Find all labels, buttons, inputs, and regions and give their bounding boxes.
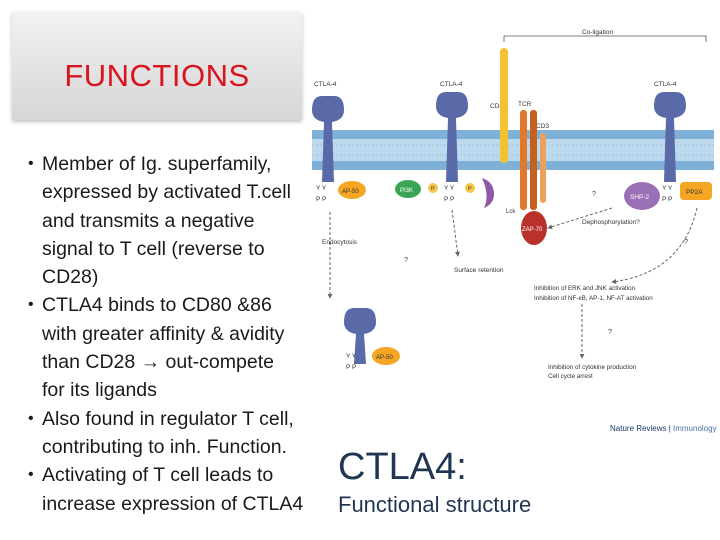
ctla4-left-label: CTLA-4	[314, 81, 337, 88]
bullet-marker: •	[28, 466, 34, 484]
pp-label-left: P P	[316, 196, 326, 203]
phospho-site-a	[428, 183, 438, 193]
cd4-8-coreceptor	[500, 48, 508, 163]
bullet-line: than CD28 → out-compete	[42, 351, 274, 374]
inhibition-erk-label: Inhibition of ERK and JNK activation	[534, 285, 636, 292]
bullet-line: with greater affinity & avidity	[42, 322, 285, 345]
bullet-item: • Activating of T cell leads to increase…	[0, 461, 310, 518]
pp2a-label: PP2A	[686, 189, 703, 196]
ctla4-right-label: CTLA-4	[654, 81, 677, 88]
cd4-8-label: CD4/8	[490, 103, 509, 110]
bullet-line: for its ligands	[42, 379, 157, 402]
question-mark: ?	[592, 191, 596, 198]
cd3-label: CD3	[536, 123, 549, 130]
inhibition-arrow	[611, 207, 698, 284]
dephosphorylation-arrow	[547, 207, 613, 230]
ctla4-endocytosed	[344, 308, 376, 364]
ap50-top-protein	[338, 181, 366, 199]
question-mark: ?	[404, 257, 408, 264]
ctla4-receptor-right	[654, 92, 686, 182]
figure-credit: Nature Reviews | Immunology	[610, 424, 717, 433]
bullet-line: expressed by activated T.cell	[42, 181, 291, 204]
ap50-lower-protein	[372, 347, 400, 365]
credit-source: Nature Reviews	[610, 424, 667, 433]
bullet-marker: •	[28, 155, 34, 172]
bullet-marker: •	[28, 296, 34, 314]
lck-label: Lck	[506, 209, 516, 215]
shp2-protein	[624, 182, 660, 210]
ctla4-signaling-diagram: Co-ligation CTLA-4 CTLA-4 CTLA-4 CD4/8 T…	[312, 29, 714, 380]
pi3k-label: PI3K	[400, 188, 413, 194]
zap70-protein	[521, 211, 547, 245]
yy-label-right: Y Y	[662, 185, 673, 192]
ctla4-receptor-mid	[436, 92, 468, 182]
endocytosis-label: Endocytosis	[322, 239, 358, 246]
pp-label-mid: P P	[444, 196, 454, 203]
surface-retention-label: Surface retention	[454, 267, 504, 274]
bullet-list: • Member of Ig. superfamily, expressed b…	[0, 150, 310, 518]
retention-arrow	[451, 209, 460, 257]
question-mark: ?	[684, 239, 688, 246]
dephosphorylation-label: Dephosphorylation?	[582, 219, 640, 226]
phospho-label-b: P	[468, 186, 472, 192]
ctla4-receptor-left	[312, 96, 344, 182]
phospho-label-a: P	[431, 186, 435, 192]
bullet-line: contributing to inh. Function.	[42, 435, 287, 458]
title-box: FUNCTIONS	[12, 12, 302, 120]
pp-label-lower: P P	[346, 364, 356, 371]
bullet-line: and transmits a negative	[42, 209, 255, 232]
pp2a-protein	[680, 182, 712, 200]
phospho-site-b	[465, 183, 475, 193]
cytokine-inhibition-label: Inhibition of cytokine production	[548, 364, 637, 371]
bullet-item: • CTLA4 binds to CD80 &86 with greater a…	[0, 291, 310, 404]
pp-label-right: P P	[662, 196, 672, 203]
bullet-item: • Member of Ig. superfamily, expressed b…	[0, 150, 310, 291]
shp2-label: SHP-2	[630, 194, 650, 201]
bullet-line: Activating of T cell leads to	[42, 464, 274, 487]
bullet-line: signal to T cell (reverse to	[42, 237, 265, 260]
slide-title: FUNCTIONS	[64, 58, 250, 93]
zap70-label: ZAP-70	[522, 227, 543, 233]
bullet-line: Also found in regulator T cell,	[42, 407, 294, 430]
bullet-item: • Also found in regulator T cell, contri…	[0, 405, 310, 462]
co-ligation-bracket	[503, 35, 707, 42]
cell-cycle-arrest-label: Cell cycle arrest	[548, 373, 593, 380]
yy-label-lower: Y Y	[346, 353, 357, 360]
question-mark: ?	[608, 329, 612, 336]
credit-separator: |	[666, 424, 673, 433]
bullet-line: CTLA4 binds to CD80 &86	[42, 294, 272, 317]
inhibition-nfkb-label: Inhibition of NF-κB, AP-1, NF-AT activat…	[534, 295, 653, 302]
ap50-top-label: AP-50	[342, 189, 359, 195]
bullet-line: CD28)	[42, 266, 99, 289]
tcr-complex	[520, 110, 546, 210]
credit-journal: Immunology	[673, 424, 717, 433]
bullet-marker: •	[28, 409, 34, 427]
co-ligation-label: Co-ligation	[582, 29, 613, 36]
yy-label-mid: Y Y	[444, 185, 455, 192]
bullet-line: increase expression of CTLA4	[42, 492, 304, 515]
cell-membrane	[312, 130, 714, 170]
tcr-label: TCR	[518, 101, 532, 108]
ap50-lower-label: AP-50	[376, 355, 393, 361]
caption-sub: Functional structure	[338, 492, 532, 517]
lck-protein	[482, 178, 494, 208]
pi3k-protein	[395, 180, 421, 198]
yy-label-left: Y Y	[316, 185, 327, 192]
ctla4-mid-label: CTLA-4	[440, 81, 463, 88]
bullet-line: Member of Ig. superfamily,	[42, 153, 272, 175]
caption-main: CTLA4:	[338, 446, 467, 488]
